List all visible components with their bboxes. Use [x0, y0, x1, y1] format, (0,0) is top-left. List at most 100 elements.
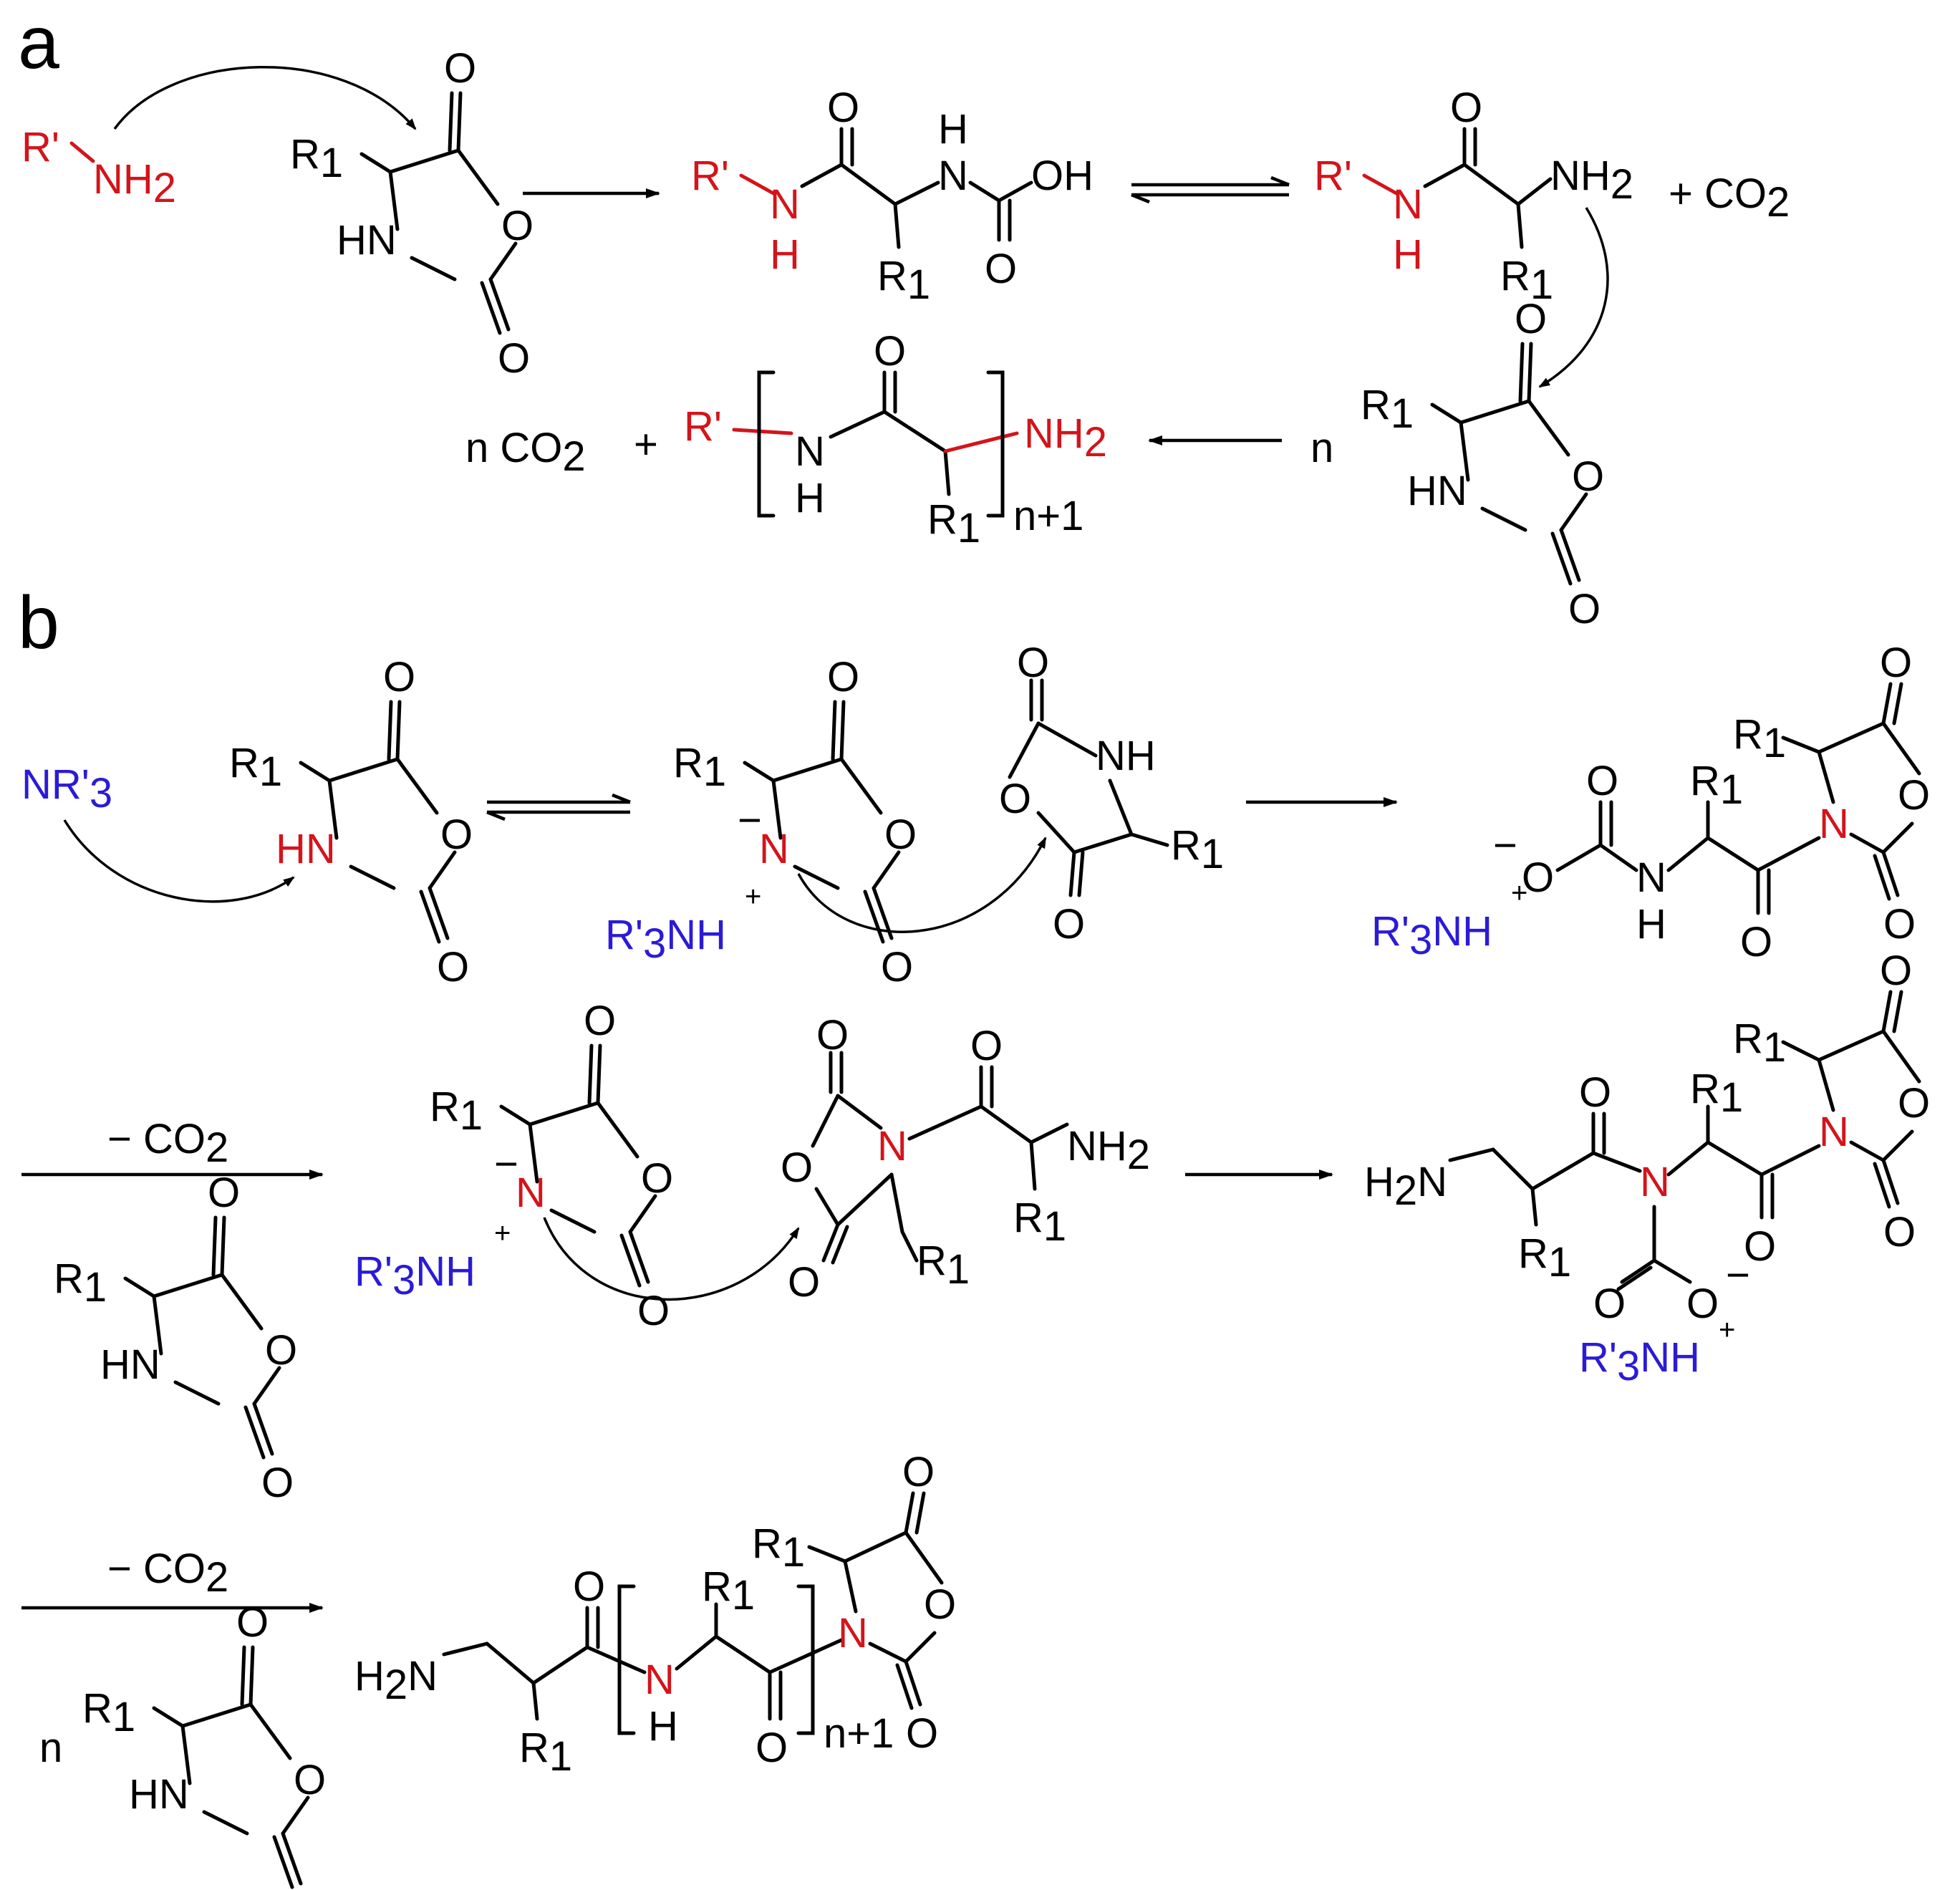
carbonyl-o: O: [816, 1012, 849, 1059]
ring-o: O: [294, 1757, 326, 1803]
ring-o: O: [440, 811, 473, 858]
r1-label: R1: [430, 1084, 483, 1139]
carbonyl-o: O: [1880, 640, 1912, 686]
amine-h2n: H2N: [1364, 1159, 1447, 1214]
terminal-nh2: NH2: [1024, 410, 1107, 466]
carbamate-n: N: [1636, 854, 1666, 901]
nca-monomer: R1 O O HN O: [54, 1170, 297, 1506]
n-co2: n CO2: [465, 425, 586, 480]
carbonyl-o: O: [1883, 901, 1916, 948]
stoichiometry-n: n: [1310, 425, 1333, 471]
carbamic-acid-intermediate: R' N H O R1 N H O OH: [691, 85, 1094, 308]
r1-label: R1: [1518, 1230, 1571, 1286]
ring-nh: HN: [276, 826, 336, 872]
r1-label: R1: [1690, 1066, 1743, 1121]
carbonyl-o: O: [573, 1563, 605, 1610]
r1-label: R1: [1733, 711, 1786, 766]
nca-monomer: R1 O O HN O: [229, 654, 473, 990]
plus-charge: +: [1511, 877, 1527, 909]
carbonyl-o: O: [970, 1023, 1003, 1069]
stoichiometry-n: n: [39, 1725, 62, 1771]
carbonyl-o: O: [874, 328, 906, 375]
amide-h: H: [795, 475, 825, 521]
ring-o: O: [265, 1327, 297, 1374]
amine-nh2: NH2: [1067, 1123, 1150, 1178]
carbonyl-o: O: [1740, 919, 1772, 965]
ring-o: O: [641, 1155, 673, 1202]
carbonyl-o: O: [383, 654, 415, 700]
ring-nh: HN: [100, 1341, 160, 1388]
ammonium-counterion: R'3NH: [1579, 1334, 1700, 1389]
ring-o: O: [1898, 772, 1930, 819]
amine-intermediate: R' N H O R1 NH2 + CO2: [1314, 85, 1790, 308]
carbonyl-o: O: [1593, 1281, 1626, 1327]
carbonyl-o: O: [827, 654, 859, 700]
carbonyl-o: O: [1579, 1069, 1611, 1116]
anionic-n: N: [516, 1170, 546, 1216]
r1-label: R1: [702, 1563, 755, 1619]
acylated-n: N: [1819, 1109, 1849, 1155]
carbonyl-o: O: [906, 1710, 938, 1757]
amide-h: H: [770, 231, 800, 278]
ring-nh: NH: [1096, 733, 1156, 779]
r1-label: R1: [229, 740, 282, 795]
ring-o: O: [1898, 1080, 1930, 1127]
r1-label: R1: [917, 1238, 970, 1293]
minus-co2-label: − CO2: [107, 1546, 228, 1601]
carbonyl-o: O: [1053, 901, 1085, 948]
carbonyl-o: O: [208, 1170, 240, 1216]
acylated-n: N: [1819, 801, 1849, 847]
ring-nh: HN: [129, 1771, 189, 1818]
ring-nh: HN: [1407, 468, 1467, 514]
carbonyl-o: O: [1568, 586, 1601, 632]
amide-n: N: [795, 428, 825, 475]
carboxylate-o: O: [1522, 854, 1554, 901]
anionic-n: N: [759, 826, 789, 872]
carbonyl-o: O: [1883, 1209, 1916, 1255]
r1-label: R1: [927, 496, 980, 551]
r1-label: R1: [1013, 1195, 1066, 1250]
nca-monomer: R1 O O HN O: [290, 45, 534, 382]
ring-o: O: [924, 1581, 956, 1628]
hydroxyl: OH: [1031, 153, 1094, 199]
r1-label: R1: [519, 1725, 572, 1780]
attack-arrow: [543, 1217, 800, 1301]
ring-o: O: [999, 776, 1031, 822]
amide-n: N: [1393, 181, 1423, 228]
r-prime-label: R': [691, 153, 729, 199]
carbonyl-o: O: [1017, 640, 1049, 686]
amide-n: N: [770, 181, 800, 228]
carbonyl-o: O: [261, 1460, 294, 1506]
ammonium-counterion: R'3NH: [605, 912, 726, 967]
polypeptide-product: H2N R1 O N H R1 O n+1 N R1 O O: [354, 1449, 956, 1780]
carbamate-dimer: R'3NH + − O O N H R1 O N R1 O O O: [1371, 640, 1930, 965]
minus-co2-label: − CO2: [107, 1116, 228, 1171]
carbonyl-o: O: [437, 944, 469, 990]
carbonyl-o: O: [498, 335, 530, 382]
carbamate-h: H: [1636, 901, 1666, 948]
amine-nh2: NH2: [93, 156, 176, 211]
plus-charge: +: [745, 881, 761, 912]
carbonyl-o: O: [1515, 296, 1547, 342]
amide-h: H: [1393, 231, 1423, 278]
r-prime-label: R': [684, 403, 722, 450]
acylated-n: N: [1640, 1159, 1670, 1205]
carbonyl-o: O: [788, 1259, 820, 1306]
r1-label: R1: [1500, 253, 1553, 308]
acylated-n: N: [838, 1610, 868, 1657]
panel-label-b: b: [18, 582, 59, 665]
r1-label: R1: [1733, 1016, 1786, 1071]
r1-label: R1: [752, 1520, 805, 1576]
r1-label: R1: [54, 1255, 107, 1311]
r1-label: R1: [1690, 758, 1743, 813]
amide-n: N: [645, 1657, 675, 1703]
ring-o: O: [884, 811, 917, 858]
carbamate-n: N: [938, 153, 968, 199]
r1-label: R1: [673, 740, 726, 795]
plus-co2: + CO2: [1669, 170, 1790, 226]
minus-charge: −: [1726, 1252, 1750, 1298]
attack-arrow: [797, 836, 1047, 933]
nca-monomer: R1 O O HN O: [1361, 296, 1604, 632]
r1-label: R1: [1171, 822, 1224, 877]
carbonyl-o: O: [1450, 85, 1482, 131]
